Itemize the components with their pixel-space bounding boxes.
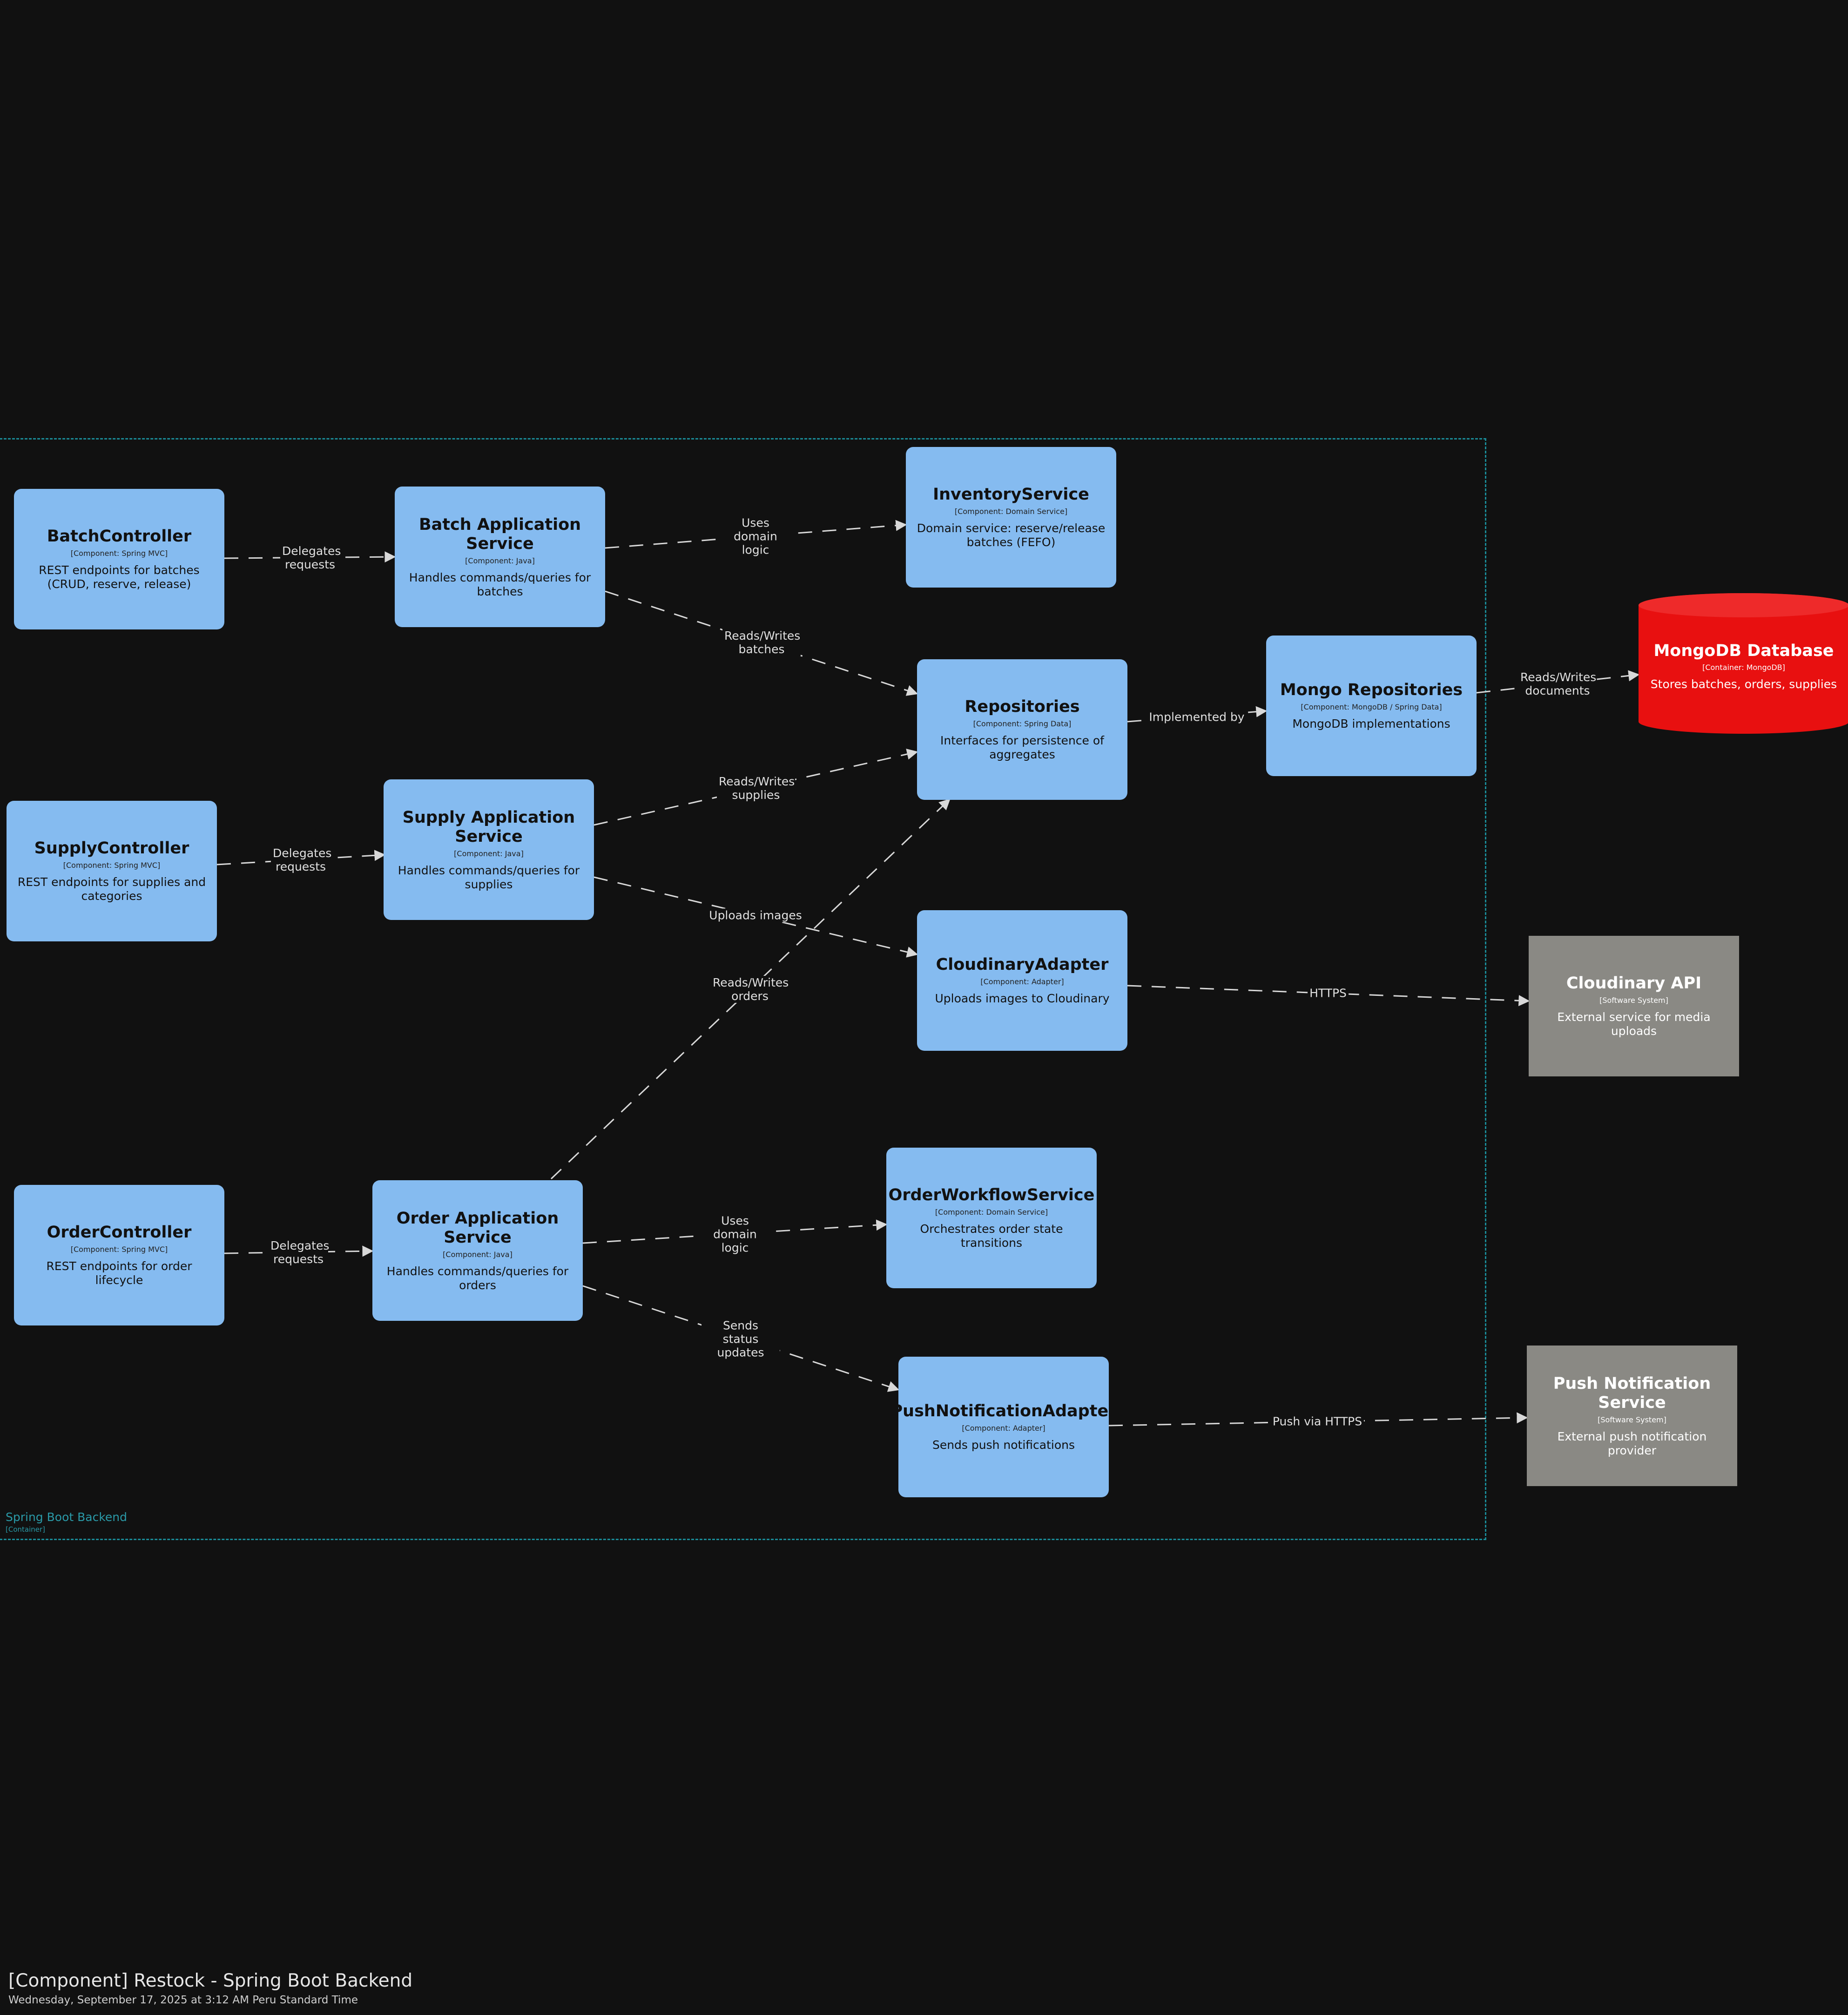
- node-type: [Component: Adapter]: [962, 1424, 1045, 1433]
- node-push-notification-service[interactable]: Push Notification Service [Software Syst…: [1527, 1346, 1737, 1486]
- node-batch-app-service[interactable]: Batch Application Service [Component: Ja…: [395, 487, 605, 627]
- node-desc: Stores batches, orders, supplies: [1650, 677, 1837, 691]
- node-type: [Software System]: [1598, 1415, 1666, 1424]
- node-desc: MongoDB implementations: [1292, 717, 1450, 730]
- node-title: CloudinaryAdapter: [936, 955, 1109, 974]
- edge-label: Reads/Writes batches: [722, 629, 801, 656]
- node-title: OrderWorkflowService: [888, 1186, 1095, 1204]
- node-desc: External push notification provider: [1557, 1429, 1707, 1457]
- node-type: [Component: Spring Data]: [973, 719, 1072, 728]
- node-title: MongoDB Database: [1653, 642, 1834, 660]
- node-order-app-service[interactable]: Order Application Service [Component: Ja…: [372, 1180, 583, 1321]
- edge-label: Implemented by: [1147, 710, 1247, 724]
- edge-label: Delegates requests: [280, 544, 341, 571]
- node-type: [Component: Spring MVC]: [63, 861, 161, 870]
- node-mongodb-database[interactable]: MongoDB Database [Container: MongoDB] St…: [1639, 593, 1848, 734]
- node-desc: REST endpoints for supplies and categori…: [17, 875, 206, 903]
- node-type: [Component: Domain Service]: [935, 1208, 1048, 1217]
- node-type: [Component: Spring MVC]: [70, 549, 168, 558]
- node-title: Mongo Repositories: [1280, 681, 1463, 699]
- node-batch-controller[interactable]: BatchController [Component: Spring MVC] …: [14, 489, 224, 629]
- diagram-date: Wednesday, September 17, 2025 at 3:12 AM…: [8, 1994, 358, 2006]
- node-title: BatchController: [47, 527, 192, 546]
- node-title: OrderController: [47, 1223, 192, 1242]
- node-desc: Handles commands/queries for orders: [386, 1264, 569, 1292]
- node-title: Cloudinary API: [1566, 974, 1702, 993]
- edge-pushadapter-pushservice: [1108, 1412, 1528, 1427]
- edge-supplyappservice-repositories: [594, 749, 918, 826]
- node-desc: Handles commands/queries for batches: [409, 570, 591, 598]
- edge-label: HTTPS: [1308, 986, 1349, 1000]
- node-desc: Handles commands/queries for supplies: [398, 863, 580, 891]
- node-type: [Component: Java]: [443, 1250, 513, 1259]
- node-title: PushNotificationAdapter: [890, 1402, 1117, 1420]
- node-push-notification-adapter[interactable]: PushNotificationAdapter [Component: Adap…: [891, 1357, 1116, 1497]
- node-cloudinary-adapter[interactable]: CloudinaryAdapter [Component: Adapter] U…: [917, 910, 1127, 1051]
- node-title: Batch Application Service: [418, 515, 581, 553]
- node-desc: REST endpoints for order lifecycle: [46, 1259, 192, 1287]
- edge-label: Uploads images: [707, 908, 804, 922]
- node-title: SupplyController: [34, 839, 189, 858]
- container-boundary: [0, 438, 1486, 1540]
- node-type: [Component: Java]: [454, 849, 524, 858]
- node-inventory-service[interactable]: InventoryService [Component: Domain Serv…: [906, 447, 1116, 588]
- edge-orderappservice-pushadapter: [582, 1285, 900, 1392]
- edge-label: Reads/Writes supplies: [717, 775, 795, 802]
- node-type: [Container: MongoDB]: [1702, 663, 1785, 672]
- node-repositories[interactable]: Repositories [Component: Spring Data] In…: [917, 659, 1127, 800]
- edge-batchappservice-repositories: [605, 590, 918, 696]
- node-title: InventoryService: [933, 485, 1089, 504]
- node-mongo-repositories[interactable]: Mongo Repositories [Component: MongoDB /…: [1266, 636, 1477, 776]
- edge-label: Sends status updates: [701, 1319, 780, 1359]
- edge-label: Reads/Writes documents: [1518, 670, 1597, 697]
- edge-label: Delegates requests: [269, 1239, 329, 1266]
- node-cloudinary-api[interactable]: Cloudinary API [Software System] Externa…: [1529, 936, 1739, 1076]
- node-title: Push Notification Service: [1553, 1374, 1711, 1412]
- edge-label: Uses domain logic: [696, 1214, 774, 1255]
- node-type: [Software System]: [1599, 996, 1668, 1005]
- node-title: Order Application Service: [396, 1209, 559, 1247]
- node-desc: Domain service: reserve/release batches …: [917, 521, 1106, 549]
- edge-label: Push via HTTPS: [1270, 1414, 1364, 1428]
- edge-label: Uses domain logic: [716, 516, 795, 557]
- boundary-type: [Container]: [6, 1525, 46, 1534]
- edge-label: Delegates requests: [271, 846, 331, 873]
- node-title: Repositories: [964, 697, 1080, 716]
- edge-label: Reads/Writes orders: [711, 976, 789, 1003]
- boundary-label: Spring Boot Backend: [6, 1510, 128, 1524]
- node-desc: Orchestrates order state transitions: [920, 1222, 1063, 1250]
- node-type: [Component: Spring MVC]: [70, 1245, 168, 1254]
- node-type: [Component: MongoDB / Spring Data]: [1301, 703, 1442, 711]
- node-order-controller[interactable]: OrderController [Component: Spring MVC] …: [14, 1185, 224, 1325]
- node-order-workflow-service[interactable]: OrderWorkflowService [Component: Domain …: [886, 1148, 1097, 1288]
- node-type: [Component: Java]: [465, 556, 535, 565]
- node-desc: External service for media uploads: [1557, 1010, 1711, 1038]
- node-desc: Interfaces for persistence of aggregates: [940, 734, 1104, 761]
- node-type: [Component: Domain Service]: [954, 507, 1068, 516]
- node-supply-app-service[interactable]: Supply Application Service [Component: J…: [384, 779, 594, 920]
- node-desc: Uploads images to Cloudinary: [935, 992, 1110, 1005]
- database-cylinder-icon: [1639, 593, 1848, 734]
- node-desc: Sends push notifications: [932, 1438, 1075, 1452]
- node-title: Supply Application Service: [402, 808, 575, 846]
- node-type: [Component: Adapter]: [980, 977, 1064, 986]
- node-desc: REST endpoints for batches (CRUD, reserv…: [39, 563, 200, 591]
- edge-supplyappservice-cloudinaryadapter: [594, 876, 918, 958]
- diagram-title: [Component] Restock - Spring Boot Backen…: [8, 1970, 413, 1991]
- node-supply-controller[interactable]: SupplyController [Component: Spring MVC]…: [7, 801, 217, 941]
